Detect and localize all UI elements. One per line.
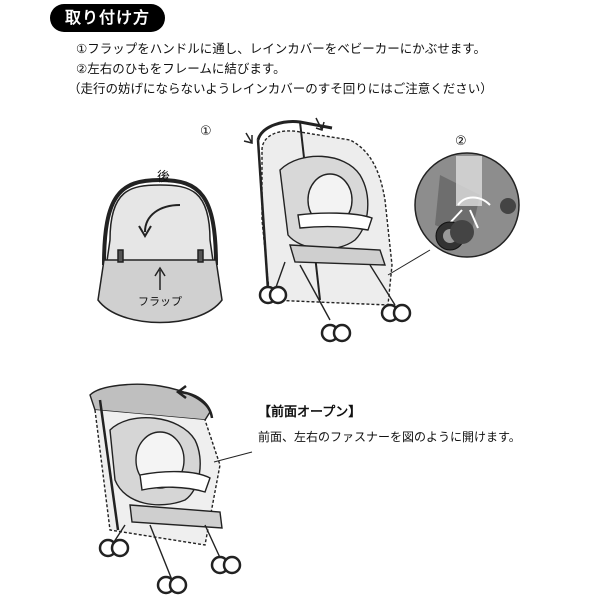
instruction-line-2: ②左右のひもをフレームに結びます。 — [76, 61, 286, 76]
stroller-with-cover-illustration — [243, 117, 431, 343]
tie-detail-closeup — [414, 152, 520, 258]
front-open-title: 【前面オープン】 — [258, 405, 362, 420]
rear-label: 後 — [157, 170, 171, 185]
flap-label: フラップ — [138, 295, 182, 308]
section-title-badge: 取り付け方 — [50, 4, 165, 32]
instruction-caution-note: （走行の妨げにならないようレインカバーのすそ回りにはご注意ください） — [68, 81, 493, 96]
front-open-description: 前面、左右のファスナーを図のように開けます。 — [258, 430, 521, 444]
step-2-marker: ② — [455, 134, 467, 149]
stroller-front-open-illustration — [89, 383, 253, 595]
step-1-marker: ① — [200, 124, 212, 139]
instruction-line-1: ①フラップをハンドルに通し、レインカバーをベビーカーにかぶせます。 — [76, 41, 486, 56]
rear-canopy-illustration — [97, 177, 223, 324]
